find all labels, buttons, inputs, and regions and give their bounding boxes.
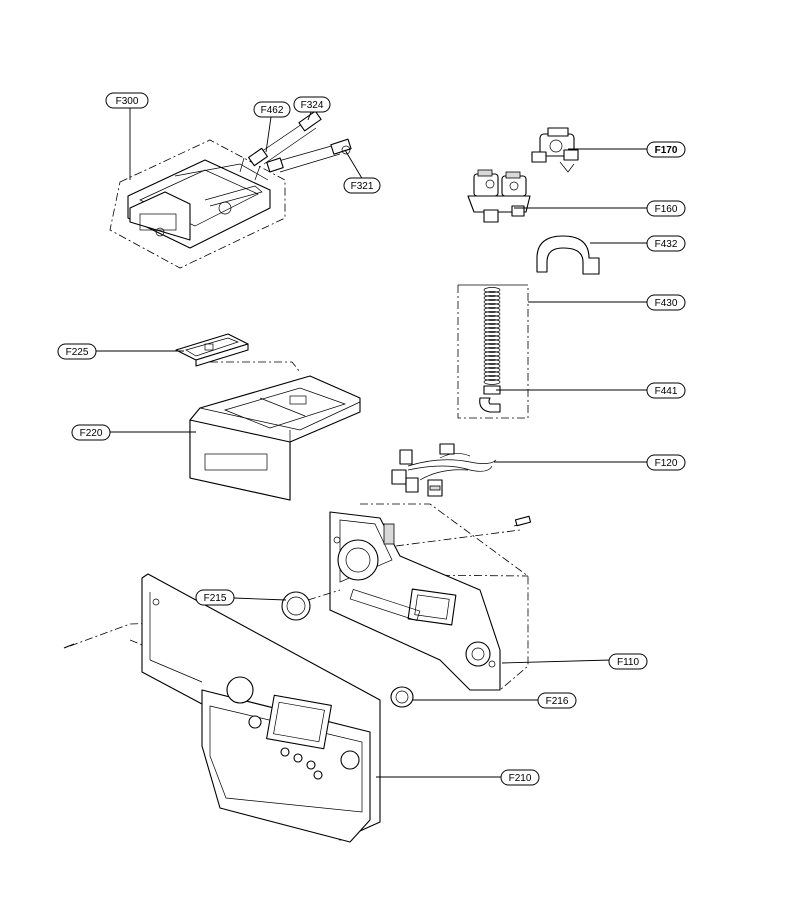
hose-coil [483,315,501,321]
label-f220: F220 [71,424,111,441]
svg-text:F300: F300 [116,96,139,107]
label-f216: F216 [537,692,577,709]
label-f170: F170 [646,141,686,158]
hose-coil [483,331,501,337]
hose-coil [483,323,501,329]
control-panel-f210 [63,573,381,843]
label-f321: F321 [343,177,381,194]
hose-coil [483,319,501,325]
label-f300: F300 [105,92,149,109]
hose-coil [483,295,501,301]
knob-f215 [281,589,341,621]
label-f225: F225 [57,343,97,360]
svg-text:F210: F210 [509,773,532,784]
hose-coil [483,371,501,377]
tray-piece-f225 [175,333,301,373]
label-f120: F120 [646,454,686,471]
hose-coil [483,359,501,365]
hose-coil [483,299,501,305]
hose-coil [483,335,501,341]
svg-text:F215: F215 [204,593,227,604]
hose-coil [483,347,501,353]
hoses-f324-f321 [248,110,352,173]
hose-coil [483,303,501,309]
svg-text:F321: F321 [351,181,374,192]
label-f441: F441 [646,382,686,399]
hose-coil [483,339,501,345]
hose-coil [483,327,501,333]
hose-coil [483,355,501,361]
button-f216 [390,686,414,708]
wiring-harness-f120 [391,443,497,497]
double-valve-f160 [467,169,531,223]
leader-lines [96,108,649,778]
svg-text:F462: F462 [261,105,284,116]
dispenser-housing-f300 [109,139,286,269]
hose-coil [483,291,501,297]
svg-text:F160: F160 [655,204,678,215]
label-f210: F210 [500,769,540,786]
label-f215: F215 [195,589,235,606]
label-f160: F160 [646,200,686,217]
hose-coil [483,363,501,369]
hose-coil [483,367,501,373]
control-pcb-f110 [329,503,532,691]
hose-coil [483,351,501,357]
detergent-drawer-f220 [189,375,361,501]
svg-text:F430: F430 [655,298,678,309]
hose-coil [483,375,501,381]
svg-text:F220: F220 [80,428,103,439]
label-f432: F432 [646,235,686,252]
svg-text:F110: F110 [617,657,639,668]
svg-text:F216: F216 [546,696,569,707]
hose-coil [483,287,501,293]
svg-text:F120: F120 [655,458,678,469]
drain-hose-f430 [457,284,529,419]
hose-clamp-f432 [536,235,600,275]
svg-text:F432: F432 [655,239,678,250]
hose-coil [483,307,501,313]
label-f430: F430 [646,294,686,311]
hose-coil [483,343,501,349]
hose-coil [483,379,501,385]
water-valve-f170 [531,127,579,173]
svg-text:F324: F324 [301,100,324,111]
label-f324: F324 [293,96,331,113]
svg-text:F170: F170 [655,145,678,156]
label-f110: F110 [608,653,648,670]
label-f462: F462 [253,101,291,118]
hose-coil [483,311,501,317]
svg-text:F441: F441 [655,386,678,397]
svg-text:F225: F225 [66,347,89,358]
